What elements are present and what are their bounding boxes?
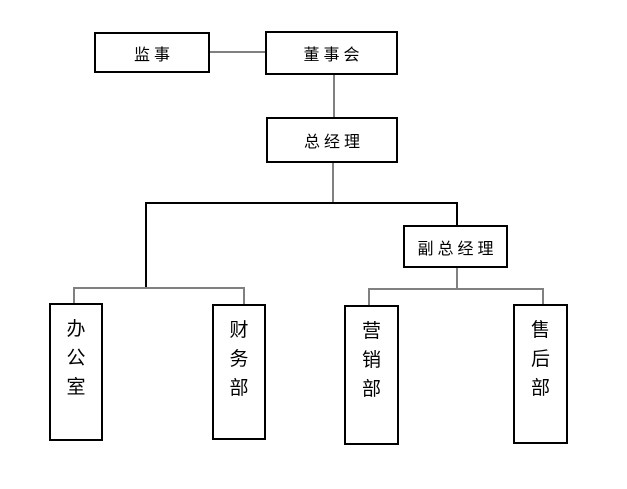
edge-trunk-left-branch <box>145 202 147 289</box>
node-deputy-general-manager: 副总经理 <box>403 225 508 268</box>
edge-trunk-to-deputy-general-manager <box>456 202 458 225</box>
node-marketing-dept: 营销部 <box>344 305 399 445</box>
node-supervisor: 监事 <box>94 32 210 73</box>
node-after-sales-dept-label: 售后部 <box>530 320 550 399</box>
edge-left-split-horizontal <box>73 287 245 289</box>
edge-general-manager-trunk <box>332 163 334 204</box>
node-marketing-dept-label: 营销部 <box>361 321 381 400</box>
edge-deputy-general-manager-split <box>456 268 458 290</box>
edge-board-supervisor <box>210 51 265 53</box>
node-board-of-directors-label: 董事会 <box>303 47 364 64</box>
edge-trunk-horizontal <box>145 202 458 204</box>
node-finance-dept: 财务部 <box>212 304 266 440</box>
edge-drop-finance-dept <box>243 287 245 304</box>
edge-drop-after-sales-dept <box>542 288 544 304</box>
node-board-of-directors: 董事会 <box>265 31 398 75</box>
node-office-label: 办公室 <box>66 319 86 398</box>
node-finance-dept-label: 财务部 <box>229 320 249 399</box>
node-deputy-general-manager-label: 副总经理 <box>417 240 498 258</box>
edge-drop-office <box>73 287 75 303</box>
node-supervisor-label: 监事 <box>133 46 174 64</box>
node-office: 办公室 <box>49 303 103 441</box>
node-after-sales-dept: 售后部 <box>513 304 568 444</box>
edge-drop-marketing-dept <box>368 288 370 305</box>
edge-board-general-manager <box>333 75 335 117</box>
node-general-manager: 总经理 <box>266 117 398 163</box>
node-general-manager-label: 总经理 <box>303 134 364 151</box>
edge-right-split-horizontal <box>368 288 544 290</box>
